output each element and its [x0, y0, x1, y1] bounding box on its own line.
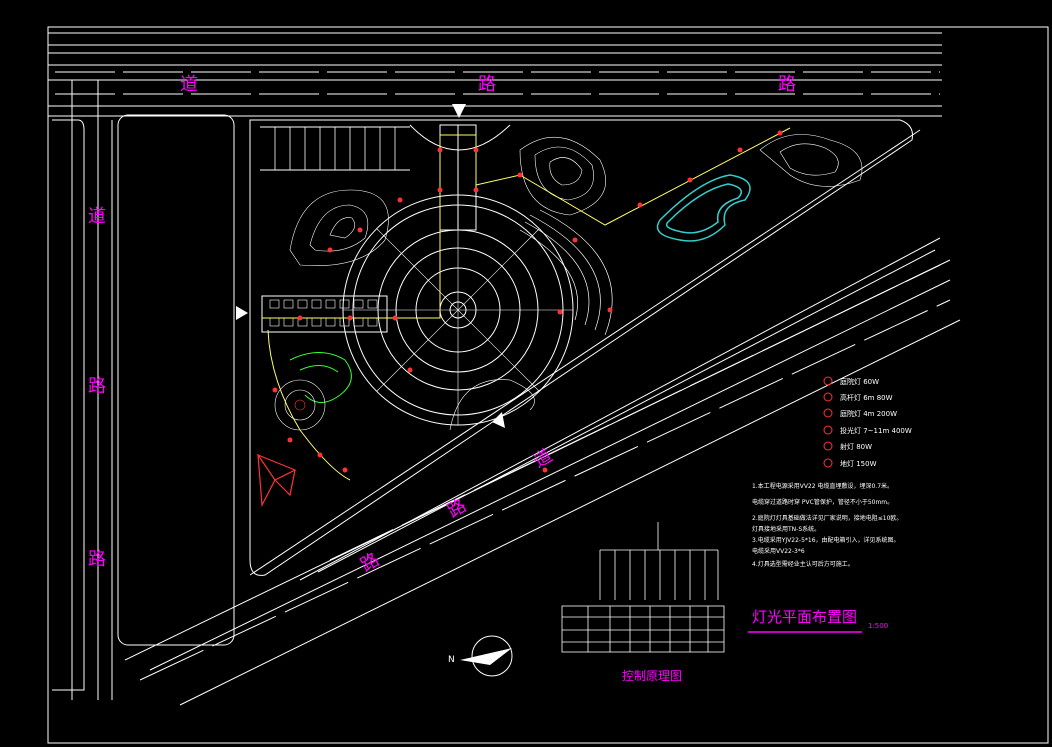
- lamp-symbol-icon: [823, 425, 833, 435]
- legend-item-label: 投光灯 7~11m 400W: [840, 426, 912, 435]
- west-building: [261, 295, 388, 333]
- amphitheatre: [519, 209, 613, 336]
- legend-item: 庭院灯 60W: [823, 376, 879, 386]
- drawing-scale: 1:500: [868, 622, 888, 630]
- lamp-symbol-icon: [823, 392, 833, 402]
- road-west-label-1: 道: [88, 206, 106, 227]
- road-north-label-2: 路: [478, 74, 496, 95]
- note-line: 1.本工程电源采用VV22 电缆直埋敷设，埋深0.7米。: [752, 482, 893, 490]
- lamp-symbol-icon: [823, 376, 833, 386]
- legend-item-label: 射灯 80W: [840, 442, 872, 451]
- drawing-frame: [47, 26, 1049, 744]
- road-southeast-label-3: 道: [530, 445, 556, 472]
- legend-item-label: 庭院灯 4m 200W: [840, 409, 897, 418]
- road-southeast-label-1: 路: [357, 549, 383, 576]
- legend-item: 高杆灯 6m 80W: [823, 392, 893, 402]
- legend-item: 射灯 80W: [823, 441, 872, 451]
- red-fan-feature: [256, 453, 297, 508]
- west-road: [52, 80, 235, 700]
- legend-item: 地灯 150W: [823, 458, 877, 468]
- note-line: 电缆穿过道路时穿 PVC管保护，管径不小于50mm。: [752, 498, 893, 506]
- legend-item: 庭院灯 4m 200W: [823, 408, 897, 418]
- road-north-label-1: 道: [180, 74, 198, 95]
- control-diagram-title: 控制原理图: [622, 669, 682, 683]
- lighting-legend: 庭院灯 60W 高杆灯 6m 80W 庭院灯 4m 200W 投光灯 7~11m…: [823, 376, 912, 468]
- west-entrance-marker: [236, 306, 248, 320]
- southeast-road: [124, 129, 961, 706]
- road-west-label-3: 路: [88, 549, 106, 570]
- planting-area: [289, 352, 352, 403]
- note-line: 2.庭院灯灯具基础做法详见厂家说明，接地电阻≤10欧。: [752, 514, 902, 522]
- note-line: 3.电缆采用YJV22-5*16，由配电箱引入，详见系统图。: [752, 536, 900, 544]
- legend-item-label: 高杆灯 6m 80W: [840, 393, 893, 402]
- lighting-cable: [262, 127, 791, 481]
- legend-item-label: 庭院灯 60W: [840, 377, 879, 386]
- note-line: 电缆采用VV22-3*6: [752, 547, 805, 555]
- road-west-label-2: 路: [88, 376, 106, 397]
- southeast-entrance-marker: [492, 412, 505, 428]
- lamp-symbol-icon: [823, 441, 833, 451]
- north-entrance-marker: [452, 104, 466, 118]
- control-schematic: [561, 522, 725, 653]
- design-notes: 1.本工程电源采用VV22 电缆直埋敷设，埋深0.7米。 电缆穿过道路时穿 PV…: [752, 482, 902, 568]
- north-arrow-icon: N: [448, 635, 513, 677]
- road-north-label-3: 路: [778, 74, 796, 95]
- svg-text:N: N: [448, 655, 455, 665]
- legend-item-label: 地灯 150W: [840, 459, 877, 468]
- parking-lot: [260, 126, 410, 171]
- note-line: 灯具接地采用TN-S系统。: [752, 525, 820, 533]
- legend-item: 投光灯 7~11m 400W: [823, 425, 912, 435]
- lamp-symbol-icon: [823, 408, 833, 418]
- lamp-markers: [272, 130, 783, 473]
- water-feature: [656, 174, 751, 242]
- road-southeast-label-2: 路: [444, 495, 470, 522]
- note-line: 4.灯具选型需经业主认可后方可施工。: [752, 560, 854, 568]
- site-outline: [249, 119, 913, 576]
- north-road: [48, 32, 942, 117]
- drawing-title: 灯光平面布置图: [752, 608, 857, 626]
- contour-hills: [289, 134, 863, 266]
- lamp-symbol-icon: [823, 458, 833, 468]
